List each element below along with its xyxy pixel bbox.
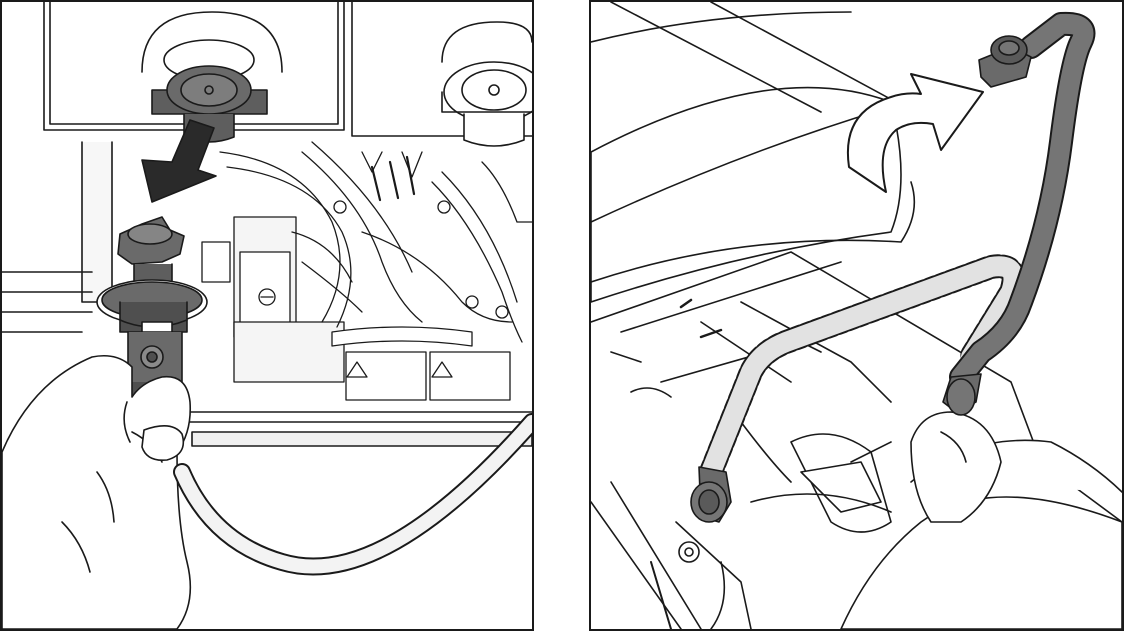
tank-cap-left (141, 11, 283, 143)
bumper-bar-attachment-illustration (589, 0, 1124, 631)
insert-direction-arrow-icon (141, 119, 217, 203)
bumper-bar-drawing (591, 2, 1122, 629)
bumper-bar-left-connector (690, 466, 732, 523)
hand (910, 411, 1002, 523)
hand (2, 354, 192, 629)
tank-cap-right (441, 21, 532, 147)
machine-internals (201, 141, 532, 401)
stroller-frame (591, 481, 752, 629)
stroller-canopy (591, 2, 916, 303)
lift-direction-arrow-icon (846, 73, 984, 193)
filter-installation-drawing (2, 2, 532, 629)
filter-installation-illustration (0, 0, 534, 631)
bumper-bar-top-connector (978, 35, 1032, 88)
bumper-bar-right-connector (942, 373, 982, 416)
